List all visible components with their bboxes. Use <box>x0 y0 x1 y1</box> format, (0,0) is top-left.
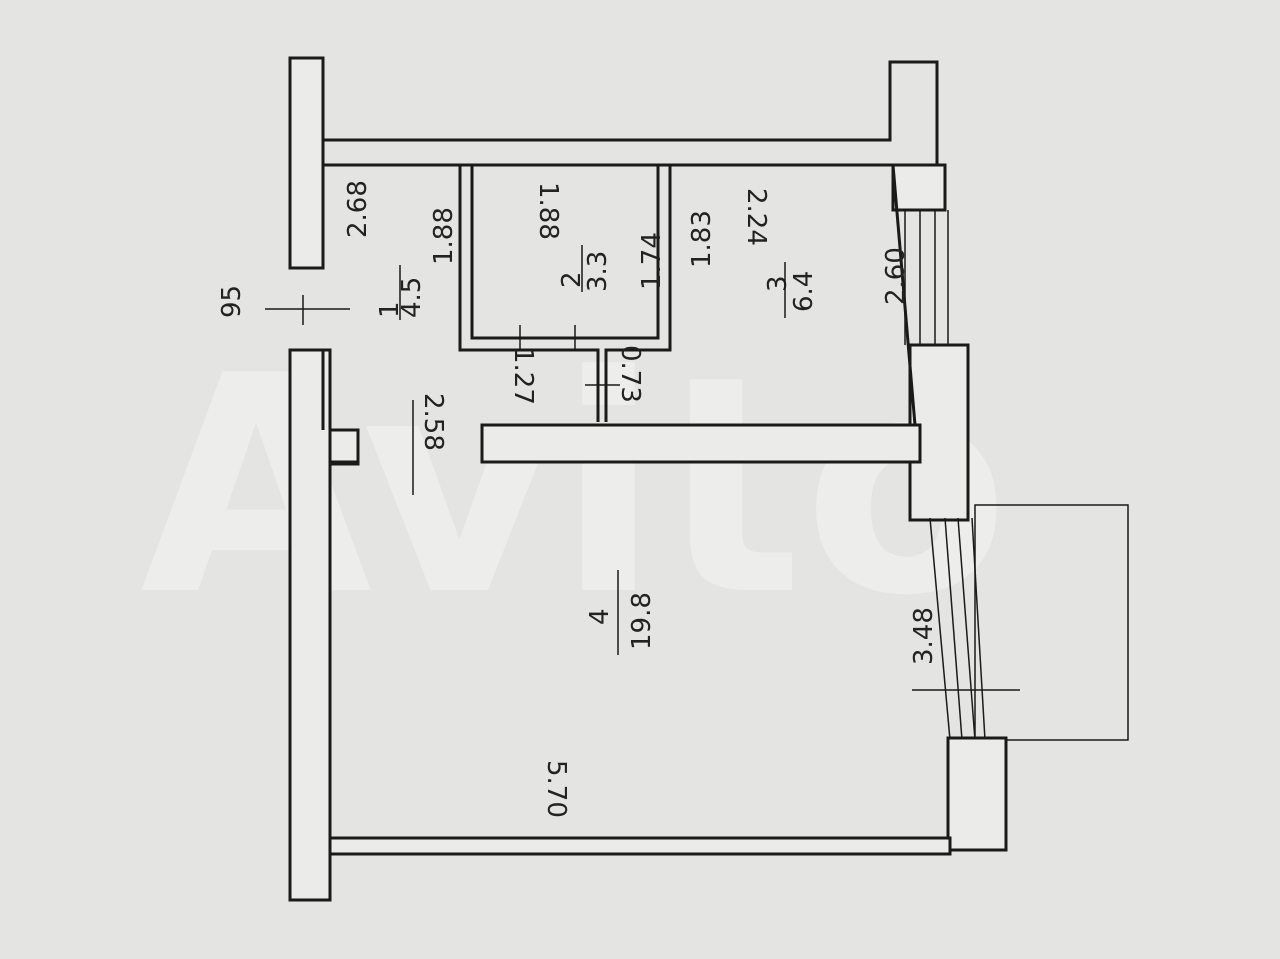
dim-kitchen-side: 2.60 <box>881 247 911 305</box>
bathroom-walls <box>458 165 672 422</box>
dim-room-length: 5.70 <box>541 760 571 818</box>
balcony <box>974 504 1129 741</box>
dim-bath-door: 1.27 <box>508 347 538 405</box>
room-4-area: 19.8 <box>627 592 657 650</box>
room-window <box>929 517 986 741</box>
dim-kitchen-wall: 1.83 <box>687 210 717 268</box>
room-3-area: 6.4 <box>789 271 819 312</box>
partition-wall <box>480 423 922 464</box>
watermark-logo: Avito <box>140 312 1009 661</box>
right-wall-block <box>891 163 947 212</box>
room-4-number: 4 <box>585 608 615 625</box>
left-wall-lower <box>288 348 332 902</box>
dim-bath-side: 1.74 <box>637 232 667 290</box>
dim-entrance: 95 <box>217 285 247 318</box>
dim-hall-wall: 1.88 <box>429 207 459 265</box>
partition-stub <box>328 428 360 466</box>
room-1-area: 4.5 <box>397 277 427 318</box>
bottom-wall <box>328 836 952 856</box>
top-wall <box>323 60 939 210</box>
dim-room-window: 3.48 <box>909 607 939 665</box>
dim-kitchen-top: 2.24 <box>741 188 771 246</box>
dim-kitchen-door: 0.73 <box>615 345 645 403</box>
room-2-number: 2 <box>557 271 587 288</box>
room-1-number: 1 <box>375 301 405 318</box>
room-2-area: 3.3 <box>583 251 613 292</box>
dim-room-door: 2.58 <box>418 393 448 451</box>
dim-hall-length: 2.68 <box>343 180 373 238</box>
right-wall-block <box>908 343 970 522</box>
left-wall-upper <box>288 56 325 270</box>
right-wall-bottom <box>946 736 1008 852</box>
dim-bath-top: 1.88 <box>533 182 563 240</box>
